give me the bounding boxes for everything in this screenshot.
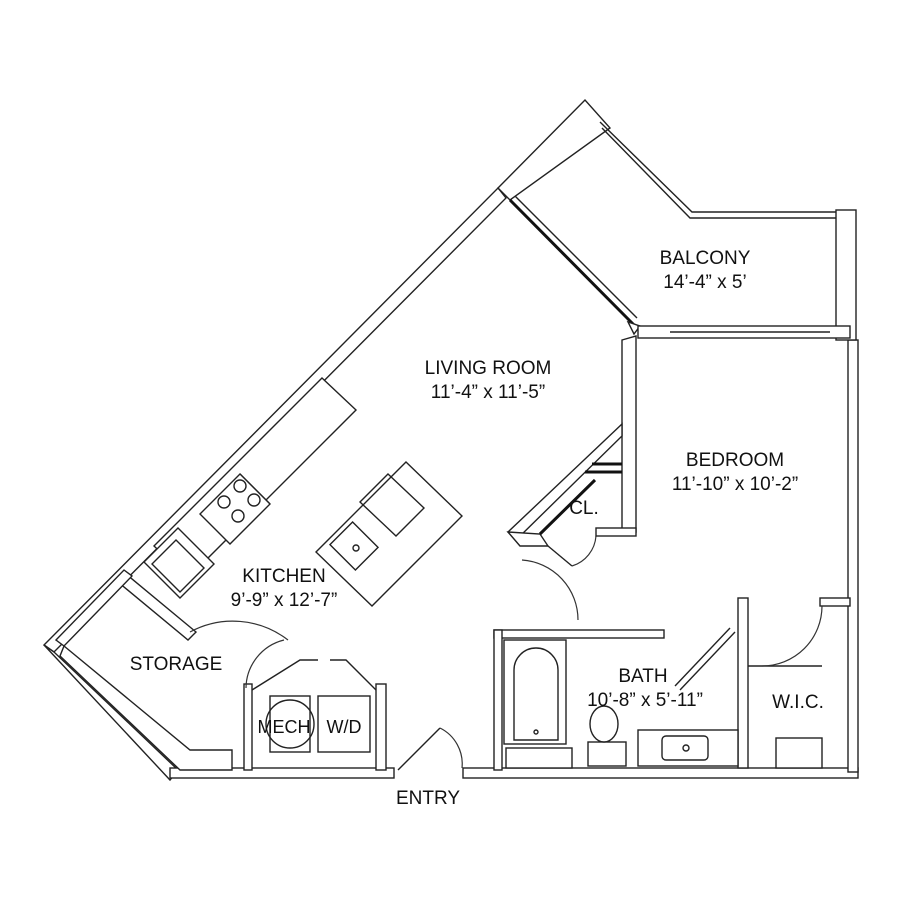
entry-name: ENTRY xyxy=(396,788,460,809)
balcony-size: 14’-4” x 5’ xyxy=(663,272,746,293)
wd-name: W/D xyxy=(327,717,362,737)
exterior-walls xyxy=(42,186,859,782)
kitchen-size: 9’-9” x 12’-7” xyxy=(231,590,338,611)
wic-name: W.I.C. xyxy=(772,692,824,713)
bedroom-name: BEDROOM xyxy=(686,450,784,471)
kitchen-name: KITCHEN xyxy=(242,566,325,587)
mech-name: MECH xyxy=(258,717,311,737)
living-room-name: LIVING ROOM xyxy=(425,358,552,379)
balcony-outline xyxy=(497,98,857,341)
living-room-size: 11’-4” x 11’-5” xyxy=(431,382,545,403)
storage-name: STORAGE xyxy=(130,654,223,675)
bedroom-size: 11’-10” x 10’-2” xyxy=(672,474,798,495)
bedroom-walls xyxy=(506,335,637,567)
closet-name: CL. xyxy=(569,498,599,519)
bath-size: 10’-8” x 5’-11” xyxy=(587,690,703,711)
kitchen-fixtures xyxy=(116,377,463,641)
bath-name: BATH xyxy=(618,666,667,687)
bath-fixtures xyxy=(503,639,823,769)
balcony-name: BALCONY xyxy=(660,248,751,269)
room-labels: BALCONY 14’-4” x 5’ LIVING ROOM 11’-4” x… xyxy=(130,248,824,809)
utility-walls xyxy=(54,569,463,771)
bath-walls xyxy=(493,559,851,771)
